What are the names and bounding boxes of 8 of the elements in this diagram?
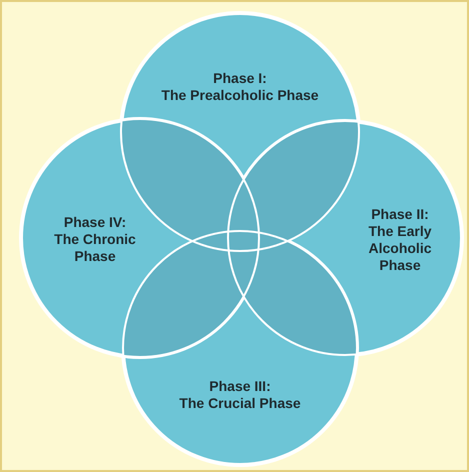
phase-number: Phase I:	[212, 70, 268, 87]
phase-number: Phase IV:	[62, 214, 128, 231]
phase-name: The Prealcoholic Phase	[160, 87, 320, 104]
phase-number: Phase II:	[370, 206, 430, 223]
phase-name: The Crucial Phase	[178, 395, 302, 412]
phase-name: The Chronic Phase	[53, 231, 137, 265]
phase-number: Phase III:	[208, 378, 272, 395]
phase-name: The Early Alcoholic Phase	[367, 223, 433, 274]
